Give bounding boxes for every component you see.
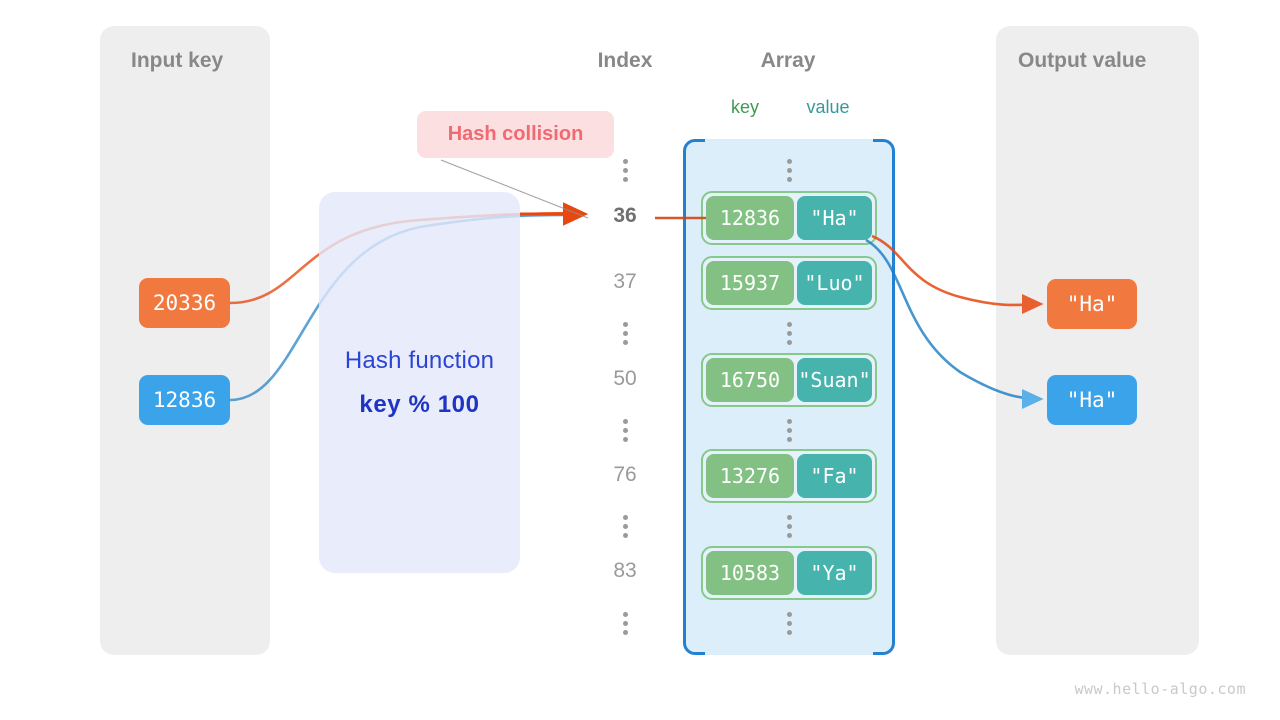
array-ellipsis-1 xyxy=(759,322,819,345)
array-cell-36-value: "Ha" xyxy=(797,196,872,240)
index-label-37[interactable]: 37 xyxy=(613,270,637,293)
index-label-36[interactable]: 36 xyxy=(613,204,637,227)
input-key-12836[interactable]: 12836 xyxy=(139,375,230,425)
array-cell-37[interactable]: 15937 "Luo" xyxy=(701,256,877,310)
hash-function-box: Hash function key % 100 xyxy=(319,192,520,573)
index-label-83[interactable]: 83 xyxy=(613,559,637,582)
array-cell-83-key: 10583 xyxy=(706,551,794,595)
array-cell-76[interactable]: 13276 "Fa" xyxy=(701,449,877,503)
array-ellipsis-2 xyxy=(759,419,819,442)
array-key-subheading: key xyxy=(730,97,759,117)
output-value-ha-blue[interactable]: "Ha" xyxy=(1047,375,1137,425)
input-key-20336[interactable]: 20336 xyxy=(139,278,230,328)
array-cell-76-key: 13276 xyxy=(706,454,794,498)
index-ellipsis-2 xyxy=(595,419,655,442)
array-bracket-left xyxy=(683,139,705,655)
hash-function-formula: key % 100 xyxy=(359,390,480,418)
input-key-panel-title: Input key xyxy=(131,49,224,72)
input-key-panel xyxy=(100,26,270,655)
index-label-50[interactable]: 50 xyxy=(613,367,637,390)
array-ellipsis-top xyxy=(759,159,819,182)
index-label-76[interactable]: 76 xyxy=(613,463,637,486)
array-cell-50-key: 16750 xyxy=(706,358,794,402)
hash-function-label: Hash function xyxy=(344,346,495,374)
array-cell-76-value: "Fa" xyxy=(797,454,872,498)
array-column-heading: Array xyxy=(760,49,816,72)
array-cell-83-value: "Ya" xyxy=(797,551,872,595)
array-cell-36[interactable]: 12836 "Ha" xyxy=(701,191,877,245)
index-ellipsis-bottom xyxy=(595,612,655,635)
array-cell-37-key: 15937 xyxy=(706,261,794,305)
array-ellipsis-bottom xyxy=(759,612,819,635)
index-ellipsis-1 xyxy=(595,322,655,345)
array-value-subheading: value xyxy=(806,97,850,117)
output-value-panel-title: Output value xyxy=(1018,49,1147,72)
index-ellipsis-top xyxy=(595,159,655,182)
array-cell-36-key: 12836 xyxy=(706,196,794,240)
hash-collision-callout[interactable]: Hash collision xyxy=(417,111,614,158)
array-cell-50[interactable]: 16750 "Suan" xyxy=(701,353,877,407)
index-column-heading: Index xyxy=(597,49,653,72)
watermark: www.hello-algo.com xyxy=(1074,680,1246,698)
array-bracket-right xyxy=(873,139,895,655)
array-ellipsis-3 xyxy=(759,515,819,538)
output-value-ha-orange[interactable]: "Ha" xyxy=(1047,279,1137,329)
hash-collision-label: Hash collision xyxy=(447,123,584,145)
array-cell-50-value: "Suan" xyxy=(797,358,872,402)
array-cell-37-value: "Luo" xyxy=(797,261,872,305)
index-ellipsis-3 xyxy=(595,515,655,538)
array-cell-83[interactable]: 10583 "Ya" xyxy=(701,546,877,600)
